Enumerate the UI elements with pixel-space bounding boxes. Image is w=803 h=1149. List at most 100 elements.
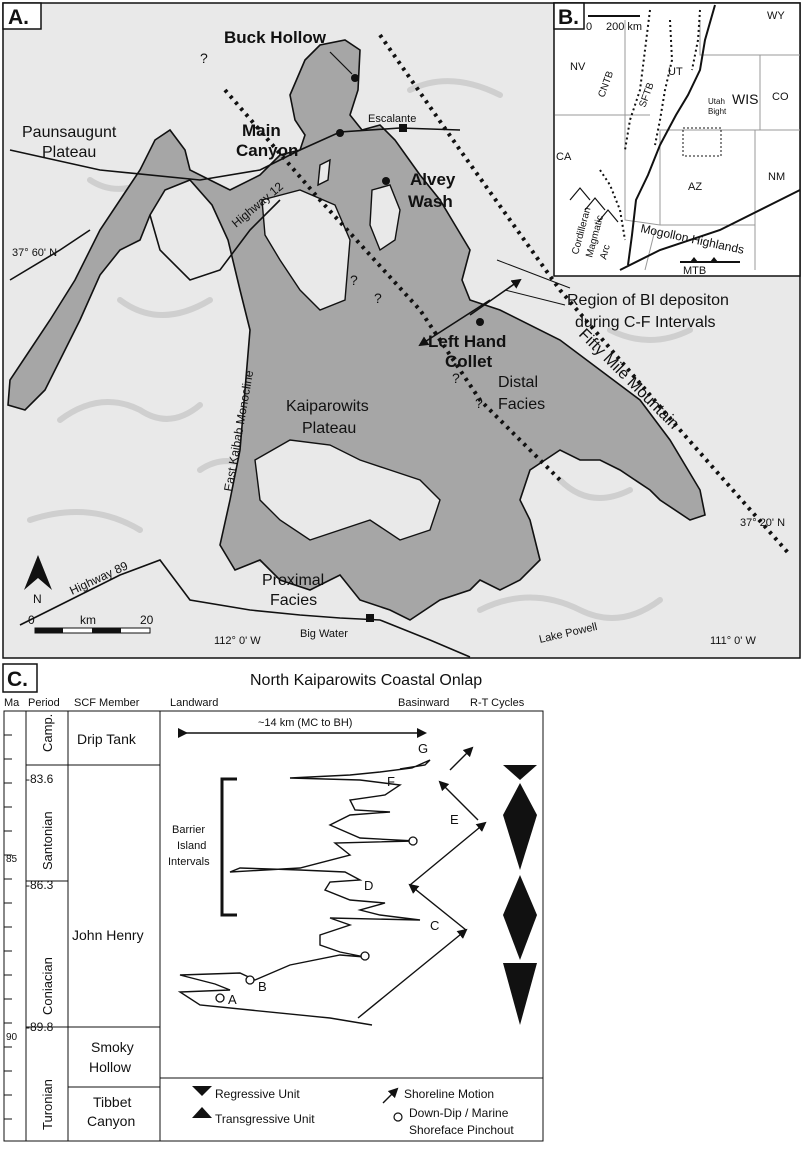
state-lines [555, 20, 800, 271]
label-left-hand-2: Collet [445, 352, 493, 371]
panel-a-label-box [2, 2, 42, 30]
pinchout-c [360, 951, 370, 961]
ma-ticks [4, 734, 12, 1120]
state-nv: NV [570, 61, 586, 73]
locality-points [336, 74, 484, 622]
state-wy: WY [767, 10, 785, 22]
question-1: ? [200, 50, 208, 66]
label-kaiparowits-2: Plateau [302, 420, 356, 437]
cordilleran-arc-icon [569, 187, 619, 223]
member-john-henry: John Henry [72, 927, 144, 943]
member-drip-tank: Drip Tank [77, 731, 137, 747]
member-tibbet-1: Tibbet [93, 1094, 132, 1110]
scale-max: 20 [140, 613, 154, 627]
dotted-northwest [223, 88, 562, 482]
point-big-water [366, 614, 374, 622]
header-basinward: Basinward [398, 697, 449, 709]
ma-90: 90 [6, 1032, 18, 1043]
chart-title: North Kaiparowits Coastal Onlap [250, 672, 482, 689]
plateau-edge [9, 229, 91, 281]
bi-bracket [220, 777, 237, 917]
period-turonian: Turonian [40, 1079, 55, 1130]
point-buck-hollow [351, 74, 359, 82]
mogollon-front [619, 189, 801, 271]
letter-a: A [228, 992, 237, 1007]
label-region-2: during C-F Intervals [575, 314, 716, 331]
letter-e: E [450, 812, 459, 827]
label-paunsaugunt-1: Paunsaugunt [22, 124, 117, 141]
state-az: AZ [688, 181, 702, 193]
header-ma: Ma [4, 697, 20, 709]
panel-b-label-box [553, 2, 585, 30]
label-distal-1: Distal [498, 374, 538, 391]
label-proximal-1: Proximal [262, 572, 324, 589]
outcrop-shading [7, 39, 706, 621]
boundaries: -83.6 -86.3 -89.8 [26, 772, 54, 1034]
outcrop-north [7, 39, 706, 621]
question-3: ? [374, 290, 382, 306]
outcrop-hole-1 [261, 189, 351, 311]
members: Drip Tank John Henry Smoky Hollow Tibbet… [72, 731, 144, 1129]
question-marks: ? ? ? ? ? [200, 50, 483, 411]
scale-zero: 0 [28, 613, 35, 627]
label-utah-bight-1: Utah [708, 97, 725, 106]
panel-b-label: B. [558, 6, 579, 29]
boundary-89-8: -89.8 [26, 1020, 54, 1034]
label-distal-2: Facies [498, 396, 545, 413]
legend-pinchout-icon [393, 1112, 403, 1122]
panel-c-label: C. [7, 668, 28, 691]
header-member: SCF Member [74, 697, 140, 709]
rt-regressive-top [503, 765, 537, 780]
label-utah-bight-2: Bight [708, 107, 727, 116]
label-proximal-2: Facies [270, 592, 317, 609]
member-tibbet-2: Canyon [87, 1113, 135, 1129]
mtb-teeth [690, 257, 718, 262]
label-escalante: Escalante [368, 113, 416, 125]
period-coniacian: Coniacian [40, 957, 55, 1015]
state-labels: WY NV UT CO CA AZ NM [556, 10, 789, 193]
wis-shoreline [627, 4, 716, 266]
inset-frame [553, 2, 801, 277]
scale-unit: km [80, 613, 96, 627]
ma-85: 85 [6, 854, 18, 865]
boundary-83-6: -83.6 [26, 772, 54, 786]
letter-b: B [258, 979, 267, 994]
rt-transgressive-2 [503, 875, 537, 960]
legend-arrow-icon [382, 1087, 399, 1104]
boundary-86-3: -86.3 [26, 878, 54, 892]
label-main-canyon-2: Canyon [236, 141, 298, 160]
rt-regressive-bottom [503, 963, 537, 1025]
pinchout-e [408, 836, 418, 846]
label-kaiparowits-1: Kaiparowits [286, 398, 369, 415]
panel-c-label-box [2, 663, 38, 693]
label-lat-2: 37° 20' N [740, 517, 785, 529]
outcrop-hole-2 [369, 184, 401, 252]
legend-transgressive: Transgressive Unit [215, 1112, 315, 1126]
shoreline-arrows [357, 746, 487, 1019]
legend: Regressive Unit Transgressive Unit Shore… [192, 1086, 514, 1137]
point-escalante [399, 124, 407, 132]
region-leader [504, 289, 566, 306]
legend-transgressive-icon [192, 1107, 212, 1118]
state-ca: CA [556, 151, 572, 163]
point-main-canyon [336, 129, 344, 137]
north-label: N [33, 592, 42, 606]
legend-pinch-1: Down-Dip / Marine [409, 1106, 509, 1120]
label-buck-hollow: Buck Hollow [224, 28, 327, 47]
pinchout-b [245, 975, 255, 985]
arrow-5 [449, 746, 474, 771]
roads [9, 127, 471, 658]
thrust-belts [599, 9, 701, 241]
point-alvey-wash [382, 177, 390, 185]
pinchouts [215, 836, 418, 1003]
rt-cycles [503, 765, 537, 1025]
label-alvey-1: Alvey [410, 170, 456, 189]
region-arrow-out [469, 278, 522, 316]
letter-c: C [430, 918, 439, 933]
bi-label-3: Intervals [168, 856, 210, 868]
north-arrow-icon: N [24, 555, 52, 606]
utah-bight-box [682, 127, 722, 157]
label-region-1: Region of BI depositon [567, 292, 729, 309]
state-nm: NM [768, 171, 785, 183]
highway-89 [19, 559, 471, 658]
